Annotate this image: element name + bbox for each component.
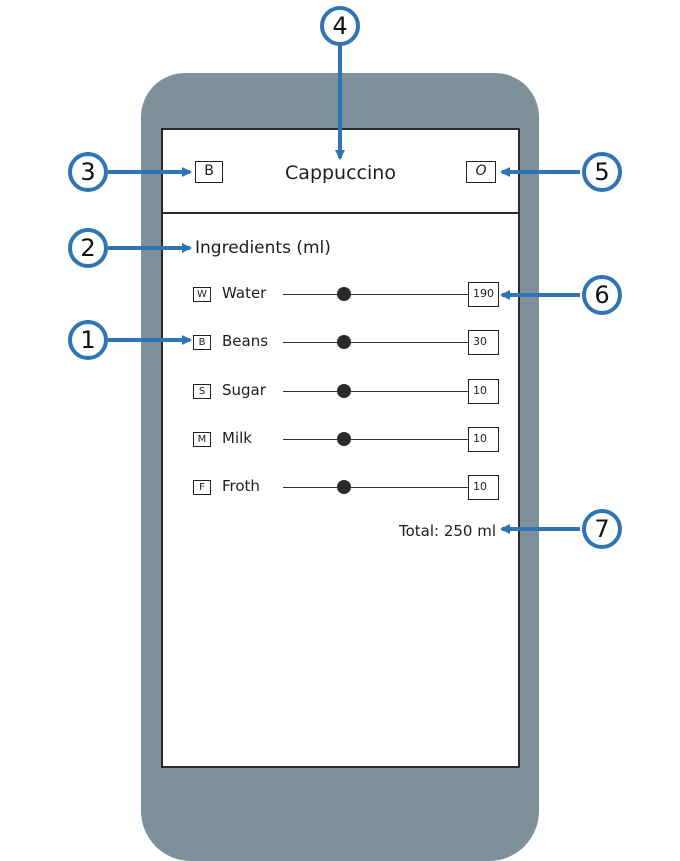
callout-7: 7	[582, 509, 622, 549]
slider-knob[interactable]	[337, 480, 352, 494]
froth-slider[interactable]	[283, 480, 469, 494]
app-header: B Cappuccino O	[163, 130, 518, 214]
ingredient-label: Milk	[222, 429, 252, 447]
water-slider[interactable]	[283, 287, 469, 301]
callout-5: 5	[582, 152, 622, 192]
beans-value-field[interactable]: 30	[468, 330, 499, 355]
ingredient-label: Froth	[222, 477, 260, 495]
back-button[interactable]: B	[195, 161, 223, 183]
ingredient-row-froth: F Froth 10	[193, 475, 503, 501]
sugar-slider[interactable]	[283, 384, 469, 398]
page-title: Cappuccino	[285, 162, 396, 184]
slider-knob[interactable]	[337, 384, 352, 398]
callout-2: 2	[68, 228, 108, 268]
sugar-value-field[interactable]: 10	[468, 379, 499, 404]
milk-value-field[interactable]: 10	[468, 427, 499, 452]
froth-icon: F	[193, 480, 211, 495]
slider-knob[interactable]	[337, 335, 352, 349]
ingredient-label: Beans	[222, 332, 269, 350]
beans-slider[interactable]	[283, 335, 469, 349]
beans-icon: B	[193, 335, 211, 350]
slider-knob[interactable]	[337, 287, 352, 301]
ingredient-label: Water	[222, 284, 267, 302]
callout-3: 3	[68, 152, 108, 192]
ingredients-heading: Ingredients (ml)	[195, 238, 331, 258]
water-value-field[interactable]: 190	[468, 282, 499, 307]
total-label: Total: 250 ml	[398, 522, 496, 540]
ingredient-row-water: W Water 190	[193, 282, 503, 308]
callout-6: 6	[582, 275, 622, 315]
froth-value-field[interactable]: 10	[468, 475, 499, 500]
sugar-icon: S	[193, 384, 211, 399]
callout-4: 4	[320, 6, 360, 46]
water-icon: W	[193, 287, 211, 302]
ingredient-row-milk: M Milk 10	[193, 427, 503, 453]
options-button[interactable]: O	[466, 161, 496, 183]
ingredient-row-beans: B Beans 30	[193, 330, 503, 356]
slider-knob[interactable]	[337, 432, 352, 446]
ingredient-label: Sugar	[222, 381, 266, 399]
callout-1: 1	[68, 320, 108, 360]
milk-slider[interactable]	[283, 432, 469, 446]
milk-icon: M	[193, 432, 211, 447]
ingredient-row-sugar: S Sugar 10	[193, 379, 503, 405]
app-screen: B Cappuccino O Ingredients (ml) W Water …	[161, 128, 520, 768]
